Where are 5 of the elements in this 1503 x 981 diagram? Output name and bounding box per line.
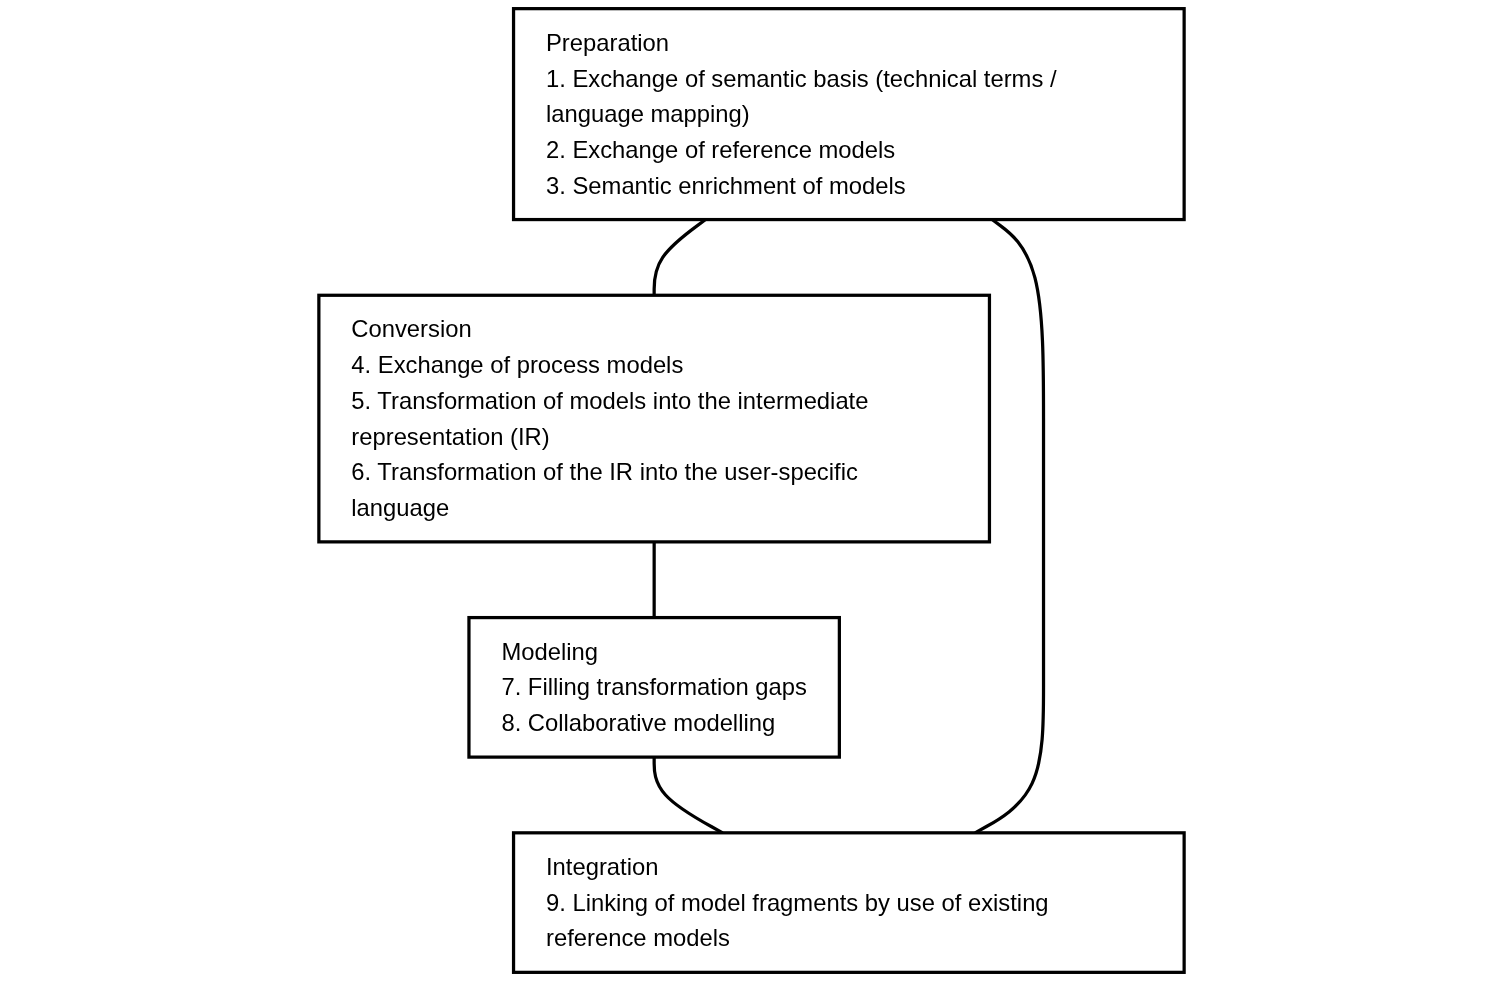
node-box: Conversion 4. Exchange of process models 5. Transformation of models into the intermediate representation (IR) 6. Transformation of the IR into the user-specific language [317,293,992,544]
node-box: Preparation 1. Exchange of semantic basis (technical terms / language mapping) 2. Exchange of reference models 3. Semantic enrichment of models [511,7,1186,222]
node-box: Integration 9. Linking of model fragments by use of existing reference models [511,831,1186,974]
connector [652,541,656,618]
node-box: Modeling 7. Filling transformation gaps 8. Collaborative modelling [467,615,841,759]
